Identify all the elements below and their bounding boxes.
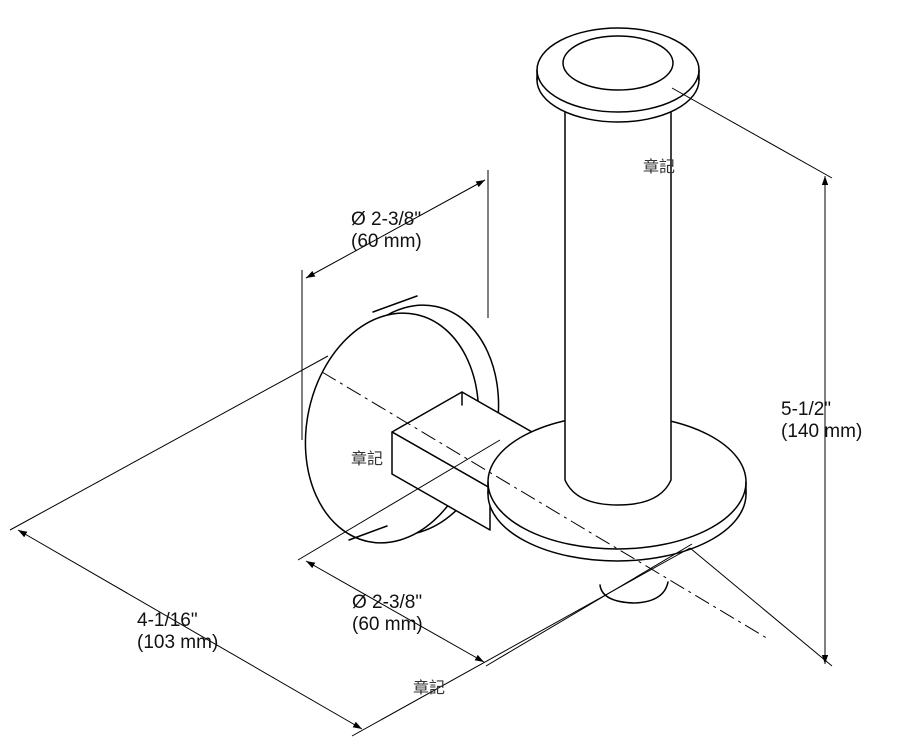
dim-height [671,87,833,667]
projection-imperial: 4-1/16" [137,610,198,631]
bottom-diameter-imperial: Ø 2-3/8" [352,592,423,613]
watermark: 章記 [413,678,446,697]
projection-metric: (103 mm) [137,632,219,653]
height-label: 5-1/2" (140 mm) [781,399,862,443]
bottom-diameter-label: Ø 2-3/8" (60 mm) [352,592,423,636]
vertical-post [564,87,672,506]
projection-label: 4-1/16" (103 mm) [137,610,218,654]
top-cap-upper [536,27,700,113]
arm-front-face [391,431,491,531]
top-cap [536,27,700,123]
height-imperial: 5-1/2" [781,399,832,420]
centerline [321,371,771,641]
bottom-diameter-metric: (60 mm) [352,614,423,635]
watermark: 章記 [351,449,384,468]
top-diameter-label: Ø 2-3/8" (60 mm) [351,209,422,253]
dim-top-diameter [301,170,489,440]
dim-projection [9,355,691,737]
watermark: 章記 [643,157,676,176]
height-metric: (140 mm) [781,421,863,442]
top-diameter-imperial: Ø 2-3/8" [351,209,422,230]
base-collar [599,581,669,604]
top-cap-recess [562,35,674,91]
top-diameter-metric: (60 mm) [351,231,422,252]
